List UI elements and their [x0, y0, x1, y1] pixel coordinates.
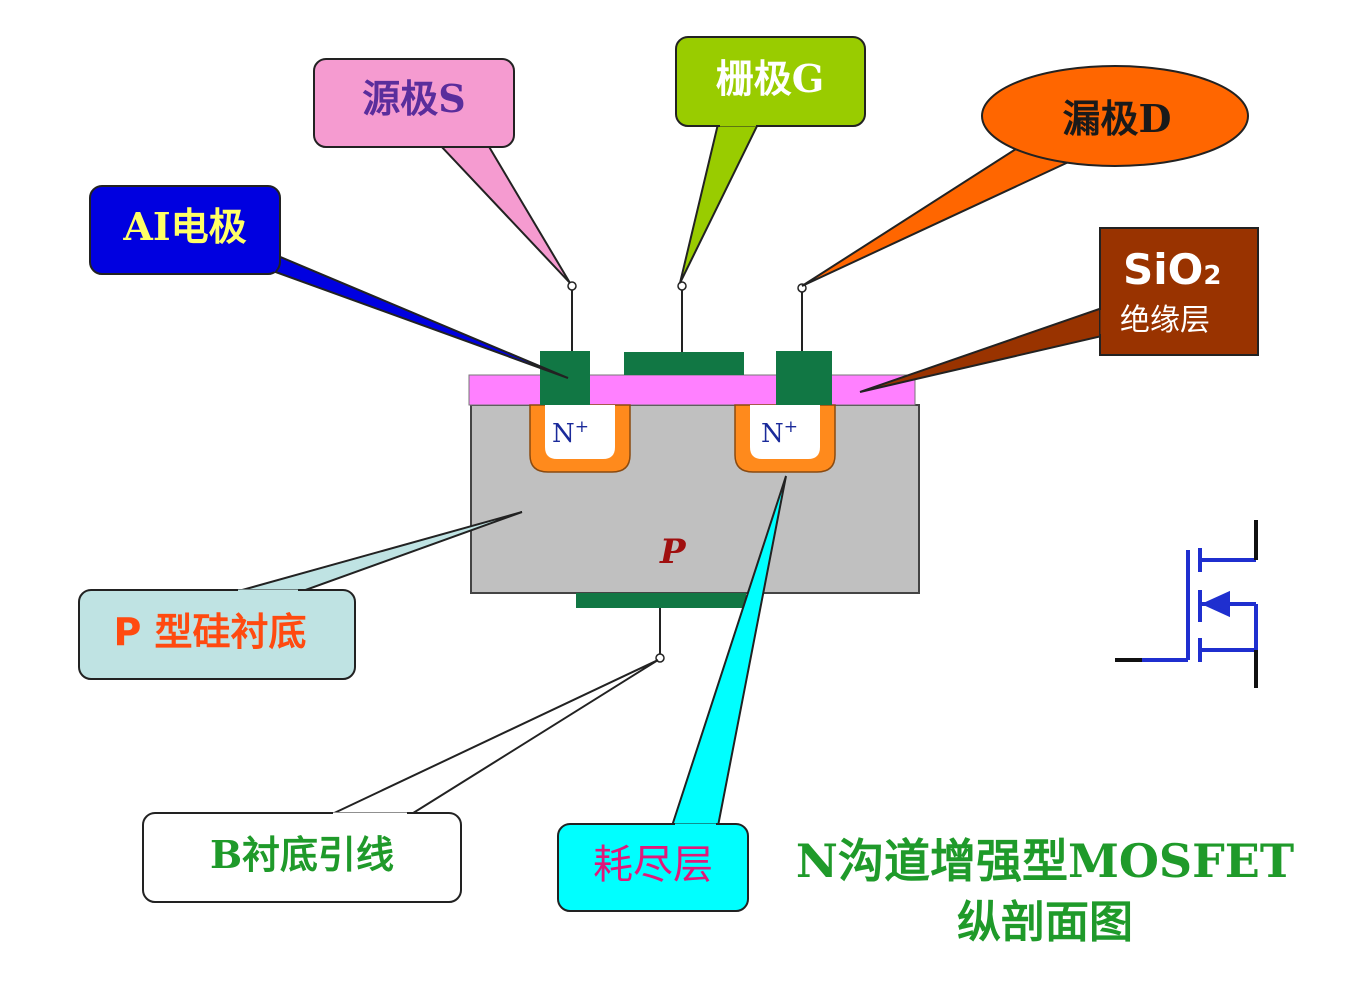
drain-label: 漏极D [1063, 96, 1172, 141]
caption-line-1: N沟道增强型MOSFET [795, 834, 1295, 888]
sio2-formula-label: SiO2 [1123, 245, 1221, 294]
p-substrate-callout: P 型硅衬底 [78, 511, 523, 680]
depletion-callout: 耗尽层 [557, 475, 787, 912]
al-electrode-label: AI电极 [122, 204, 246, 249]
n-plus-left-label: N+ [552, 417, 589, 449]
p-substrate-label: P 型硅衬底 [113, 610, 306, 654]
drain-callout: 漏极D [801, 65, 1249, 287]
caption-line-2: 纵剖面图 [957, 897, 1133, 948]
n-plus-right-region [750, 405, 820, 459]
n-plus-left-region [545, 405, 615, 459]
depletion-label: 耗尽层 [593, 842, 713, 888]
bottom-metal-contact [576, 593, 746, 608]
b-lead-callout: B衬底引线 [142, 659, 659, 903]
gate-label: 栅极G [716, 56, 824, 101]
source-callout: 源极S [313, 58, 571, 284]
gate-callout: 栅极G [675, 36, 866, 284]
sio2-callout: SiO2 绝缘层 [859, 227, 1259, 393]
gate-electrode [624, 352, 744, 375]
n-plus-right-label: N+ [761, 417, 798, 449]
source-terminal [567, 281, 577, 291]
source-label: 源极S [362, 76, 465, 121]
p-region-label: P [659, 532, 687, 572]
sio2-desc-label: 绝缘层 [1120, 303, 1210, 338]
drain-electrode [776, 351, 832, 405]
sio2-layer [468, 374, 916, 406]
nmos-symbol-icon [1115, 520, 1258, 688]
al-electrode-callout: AI电极 [89, 185, 569, 379]
gate-terminal [677, 281, 687, 291]
source-electrode [540, 351, 590, 405]
figure-caption: N沟道增强型MOSFET 纵剖面图 [780, 830, 1310, 954]
b-lead-label: B衬底引线 [210, 832, 394, 877]
